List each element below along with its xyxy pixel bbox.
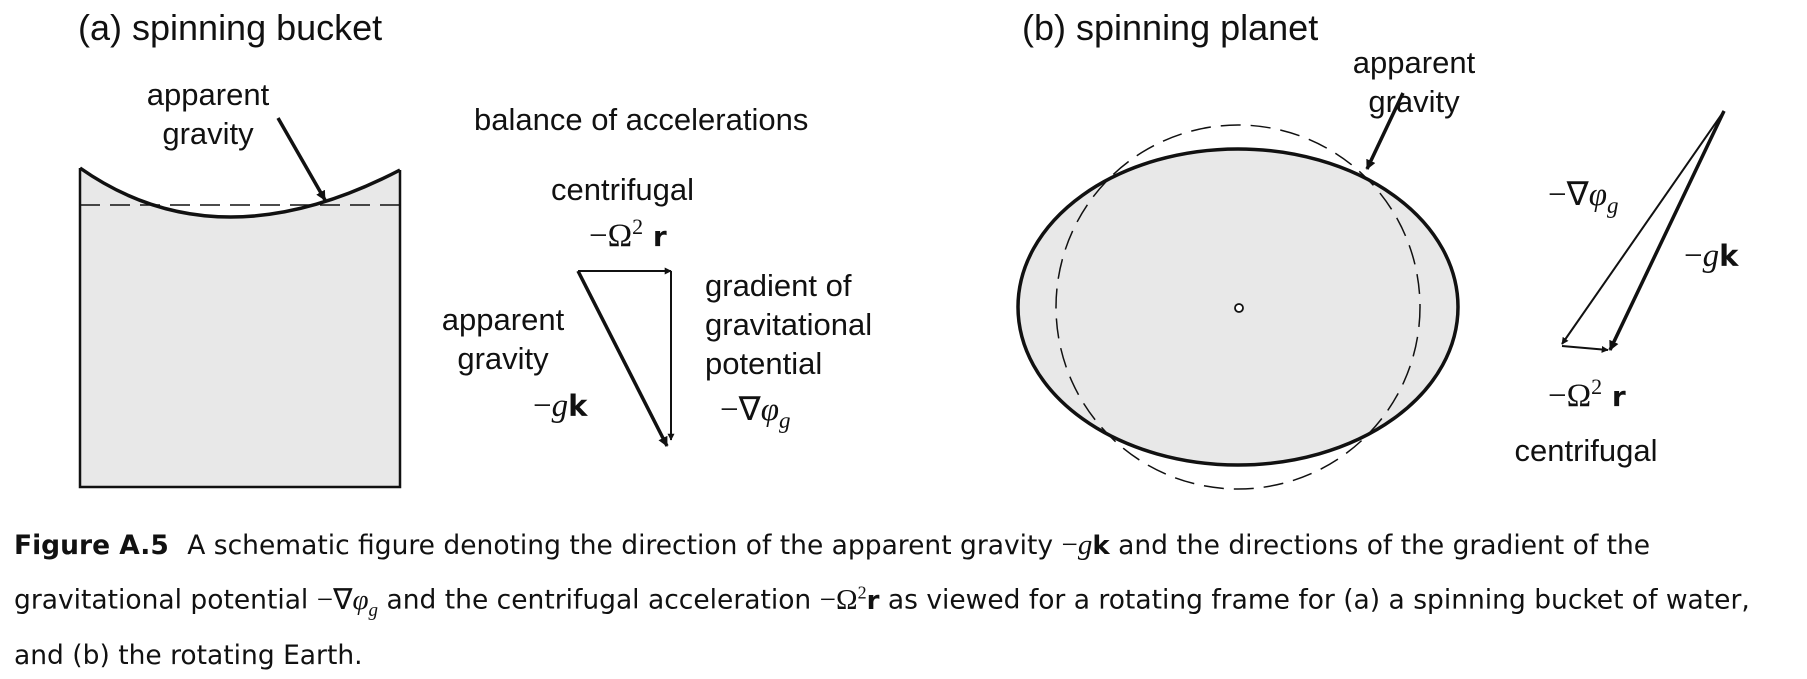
gradient-arrow-p [1561,110,1725,345]
caption-part2: and the directions of the gradient of th… [14,530,1651,616]
caption-math-gradphi: −∇φg [316,583,379,621]
bucket-water [80,168,400,487]
gradient-symbol: −∇φg [720,392,790,433]
apparent-label-b1: apparent [442,302,565,337]
gradient-label-3: potential [705,346,822,381]
apparent-gravity-arrow-a [276,117,327,201]
apparent-symbol-p: −gk [1684,238,1739,274]
figure-label: Figure A.5 [14,530,169,561]
apparent-gravity-arrow-p2 [1608,110,1726,351]
panel-b-title: (b) spinning planet [1022,7,1318,48]
water-surface [78,166,401,219]
balance-title: balance of accelerations [474,102,808,137]
gradient-label-1: gradient of [705,268,852,303]
caption-part3: and the centrifugal acceleration [386,584,812,616]
centrifugal-symbol-p: −Ω2 r [1548,374,1626,414]
caption-math-gk: −gk [1061,529,1110,561]
centrifugal-label: centrifugal [551,172,694,207]
gradient-symbol-p: −∇φg [1548,177,1618,218]
apparent-gravity-label-p1: apparent [1353,45,1476,80]
figure-caption: Figure A.5 A schematic figure denoting t… [14,522,1799,679]
apparent-symbol-balance: −gk [533,388,588,424]
centrifugal-symbol: −Ω2 r [589,214,667,254]
gradient-label-2: gravitational [705,307,872,342]
apparent-gravity-label-p2: gravity [1368,84,1460,119]
centrifugal-label-p: centrifugal [1514,433,1657,468]
bucket-outline [78,168,402,489]
caption-math-omega: −Ω2r [819,582,880,616]
apparent-gravity-arrow-balance [576,270,669,447]
apparent-label-b2: gravity [457,341,549,376]
panel-a-title: (a) spinning bucket [78,7,382,48]
apparent-gravity-arrow-p [1365,92,1405,170]
schematic-figure: (a) spinning bucket apparent gravity bal… [78,7,1739,490]
centrifugal-arrow-p [1561,345,1609,353]
apparent-gravity-label-a2: gravity [162,116,254,151]
caption-part1: A schematic figure denoting the directio… [187,530,1054,561]
planet-center [1234,303,1244,313]
planet-sphere-dashed [1055,124,1421,490]
apparent-gravity-label-a1: apparent [147,77,270,112]
